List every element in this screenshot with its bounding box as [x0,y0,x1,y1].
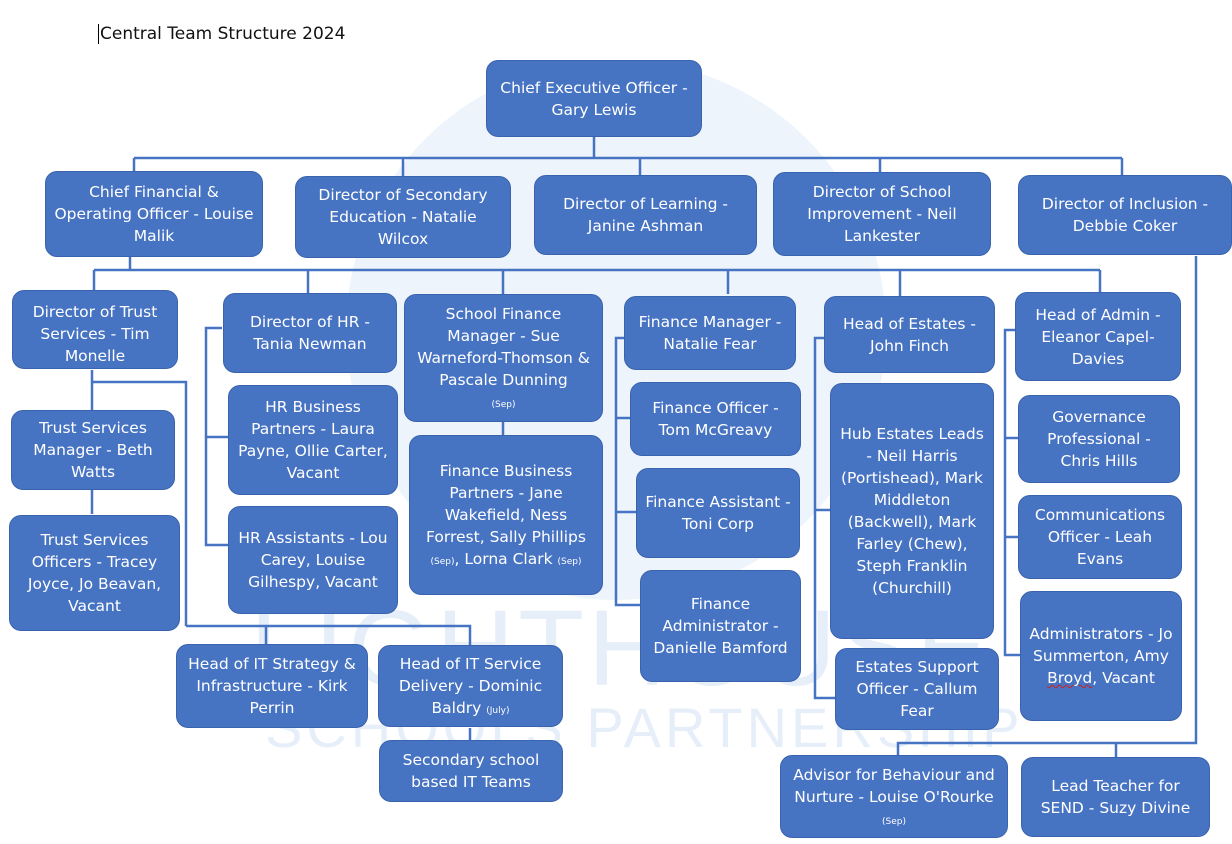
org-box-administrators: Administrators - Jo Summerton, Amy Broyd… [1020,591,1182,721]
org-box-head-it-service-delivery-note: (July) [486,706,510,716]
org-box-finance-manager: Finance Manager - Natalie Fear [624,296,796,370]
org-box-trust-services-officers-text: Trust Services Officers - Tracey Joyce, … [27,531,162,615]
org-box-director-trust-services-text: Director of Trust Services - Tim Monelle [32,303,158,365]
org-box-school-finance-manager: School Finance Manager - Sue Warneford-T… [404,294,603,422]
org-box-trust-services-officers: Trust Services Officers - Tracey Joyce, … [9,515,180,631]
org-box-director-secondary: Director of Secondary Education - Natali… [295,176,511,258]
org-box-director-school-improvement: Director of School Improvement - Neil La… [773,172,991,256]
org-box-director-learning-text: Director of Learning - Janine Ashman [563,195,728,235]
org-box-secondary-it-teams: Secondary school based IT Teams [379,740,563,802]
connector-admin-team [1003,328,1020,657]
org-box-finance-business-partners-text-b: , Lorna Clark [454,550,553,568]
org-box-cfoo: Chief Financial & Operating Officer - Lo… [45,171,263,257]
org-box-communications-officer-text: Communications Officer - Leah Evans [1034,506,1166,568]
org-box-hub-estates-leads: Hub Estates Leads - Neil Harris (Portish… [830,383,994,639]
org-box-finance-administrator: Finance Administrator - Danielle Bamford [640,570,801,682]
org-box-director-secondary-text: Director of Secondary Education - Natali… [318,186,488,248]
org-box-head-of-admin-text: Head of Admin - Eleanor Capel-Davies [1035,305,1161,368]
connector-finance-team [614,336,640,607]
org-box-head-of-admin: Head of Admin - Eleanor Capel-Davies [1015,292,1181,381]
document-title: Central Team Structure 2024 [98,24,346,44]
org-box-finance-business-partners-note-2: (Sep) [557,557,582,567]
org-box-estates-support-officer: Estates Support Officer - Callum Fear [835,648,999,730]
org-box-secondary-it-teams-text: Secondary school based IT Teams [402,751,540,791]
spelling-flagged-word: Broyd [1047,669,1093,687]
org-box-finance-manager-text: Finance Manager - Natalie Fear [638,313,782,353]
org-box-director-trust-services: Director of Trust Services - Tim Monelle [12,290,178,369]
org-box-head-it-service-delivery-text: Head of IT Service Delivery - Dominic Ba… [398,655,543,717]
org-box-director-learning: Director of Learning - Janine Ashman [534,175,757,255]
org-box-behaviour-advisor-note: (Sep) [882,816,906,827]
connector-it-bar [186,624,472,645]
org-box-head-of-estates: Head of Estates - John Finch [824,296,995,373]
org-box-hr-assistants-text: HR Assistants - Lou Carey, Louise Gilhes… [238,529,388,591]
org-box-head-it-service-delivery: Head of IT Service Delivery - Dominic Ba… [378,645,563,727]
org-box-director-inclusion-text: Director of Inclusion - Debbie Coker [1041,195,1209,235]
org-box-head-of-estates-text: Head of Estates - John Finch [843,314,976,355]
org-box-finance-assistant: Finance Assistant - Toni Corp [636,468,800,558]
org-box-finance-officer-text: Finance Officer - Tom McGreavy [652,399,779,439]
org-box-cfoo-text: Chief Financial & Operating Officer - Lo… [54,183,254,245]
org-box-hr-assistants: HR Assistants - Lou Carey, Louise Gilhes… [228,506,398,614]
org-box-governance-professional-text: Governance Professional - Chris Hills [1047,408,1151,470]
org-box-ceo-text: Chief Executive Officer - Gary Lewis [500,78,688,119]
connector-inclusion-team [896,256,1198,755]
connector-trust-to-it [92,380,188,626]
org-box-send-lead-teacher: Lead Teacher for SEND - Suzy Divine [1021,757,1210,837]
connector-estates-team [813,336,835,700]
org-box-trust-services-manager-text: Trust Services Manager - Beth Watts [33,419,153,481]
org-box-administrators-text-a: Administrators - Jo Summerton, Amy [1029,625,1173,665]
org-box-finance-officer: Finance Officer - Tom McGreavy [630,382,801,456]
org-box-director-school-improvement-text: Director of School Improvement - Neil La… [807,183,957,245]
org-box-finance-business-partners: Finance Business Partners - Jane Wakefie… [409,435,603,595]
org-box-behaviour-advisor-text: Advisor for Behaviour and Nurture - Loui… [793,765,995,806]
org-box-finance-business-partners-note-1: (Sep) [430,557,455,567]
org-box-communications-officer: Communications Officer - Leah Evans [1018,495,1182,579]
org-box-head-it-strategy-text: Head of IT Strategy & Infrastructure - K… [188,655,356,717]
org-box-administrators-text-b: , Vacant [1092,669,1155,687]
org-box-school-finance-manager-text: School Finance Manager - Sue Warneford-T… [417,305,590,389]
org-box-governance-professional: Governance Professional - Chris Hills [1018,395,1180,483]
org-box-trust-services-manager: Trust Services Manager - Beth Watts [11,410,175,490]
org-box-director-hr: Director of HR - Tania Newman [223,293,397,373]
org-box-estates-support-officer-text: Estates Support Officer - Callum Fear [855,658,979,720]
org-box-hr-business-partners: HR Business Partners - Laura Payne, Olli… [228,385,398,495]
org-box-send-lead-teacher-text: Lead Teacher for SEND - Suzy Divine [1040,777,1191,817]
org-box-director-hr-text: Director of HR - Tania Newman [249,313,370,353]
org-box-hr-business-partners-text: HR Business Partners - Laura Payne, Olli… [238,398,388,482]
org-box-ceo: Chief Executive Officer - Gary Lewis [486,60,702,137]
org-box-finance-business-partners-text-a: Finance Business Partners - Jane Wakefie… [426,462,586,546]
org-box-behaviour-advisor: Advisor for Behaviour and Nurture - Loui… [780,755,1008,838]
org-box-head-it-strategy: Head of IT Strategy & Infrastructure - K… [176,644,368,728]
org-box-finance-administrator-text: Finance Administrator - Danielle Bamford [653,595,788,657]
org-box-school-finance-manager-note: (Sep) [491,400,516,410]
org-box-finance-assistant-text: Finance Assistant - Toni Corp [645,493,791,533]
org-box-hub-estates-leads-text: Hub Estates Leads - Neil Harris (Portish… [840,425,984,597]
org-box-director-inclusion: Director of Inclusion - Debbie Coker [1018,175,1232,255]
